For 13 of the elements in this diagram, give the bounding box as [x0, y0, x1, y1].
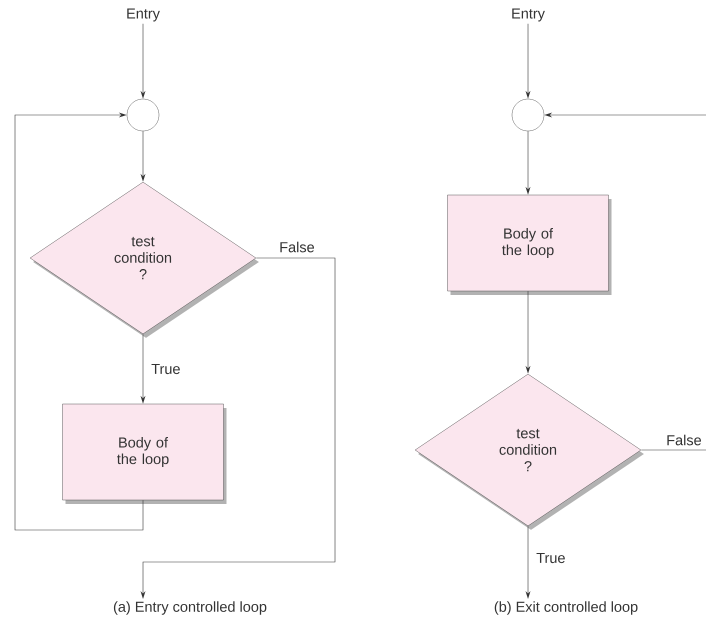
- process-box: Body of the loop: [62, 404, 226, 504]
- figure-caption: (b) Exit controlled loop: [494, 601, 638, 615]
- figure-caption: (a) Entry controlled loop: [114, 601, 266, 615]
- arrow: [14, 112, 144, 530]
- edge-label: False: [278, 240, 316, 254]
- edge-label: False: [665, 434, 703, 446]
- entry-label: Entry: [512, 8, 545, 22]
- connector-circle: [126, 98, 160, 132]
- entry-label: Entry: [127, 8, 160, 22]
- edge-label: True: [535, 552, 566, 564]
- connector-circle: [512, 98, 544, 132]
- edge-label: True: [150, 362, 182, 376]
- process-box: Body of the loop: [447, 194, 612, 295]
